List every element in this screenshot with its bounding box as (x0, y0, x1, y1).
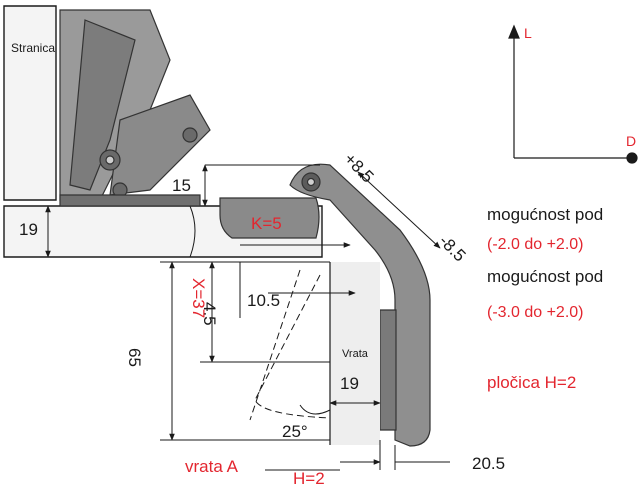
x-label: X=37 (189, 278, 208, 319)
axis-l-label: L (524, 25, 532, 41)
dim-65: 65 (125, 348, 144, 367)
dim-19-top: 19 (19, 220, 38, 239)
axis-d-label: D (626, 133, 637, 149)
note-line-1: mogućnost pod (487, 205, 604, 224)
k-label: K=5 (251, 214, 282, 233)
hinge-cup (219, 197, 320, 239)
note-line-2: mogućnost pod (487, 267, 604, 286)
stranica-label: Stranica (11, 41, 56, 55)
dim-19-door: 19 (340, 374, 359, 393)
dim-20-5: 20.5 (472, 454, 506, 473)
side-panel (3, 5, 57, 201)
dim-10-5: 10.5 (247, 291, 281, 310)
vrata-a-label: vrata A (185, 457, 238, 476)
note-plate: pločica H=2 (487, 373, 577, 392)
door-panel (330, 262, 380, 445)
note-range-2: (-3.0 do +2.0) (487, 304, 584, 321)
vrata-label: Vrata (342, 348, 368, 360)
dimension-lines (45, 164, 450, 471)
h-label: H=2 (293, 469, 325, 488)
dim-15: 15 (172, 176, 191, 195)
hinge-arm (59, 9, 211, 207)
note-range-1: (-2.0 do +2.0) (487, 236, 584, 253)
angle-25: 25° (282, 422, 308, 441)
axis-diagram (508, 24, 638, 164)
